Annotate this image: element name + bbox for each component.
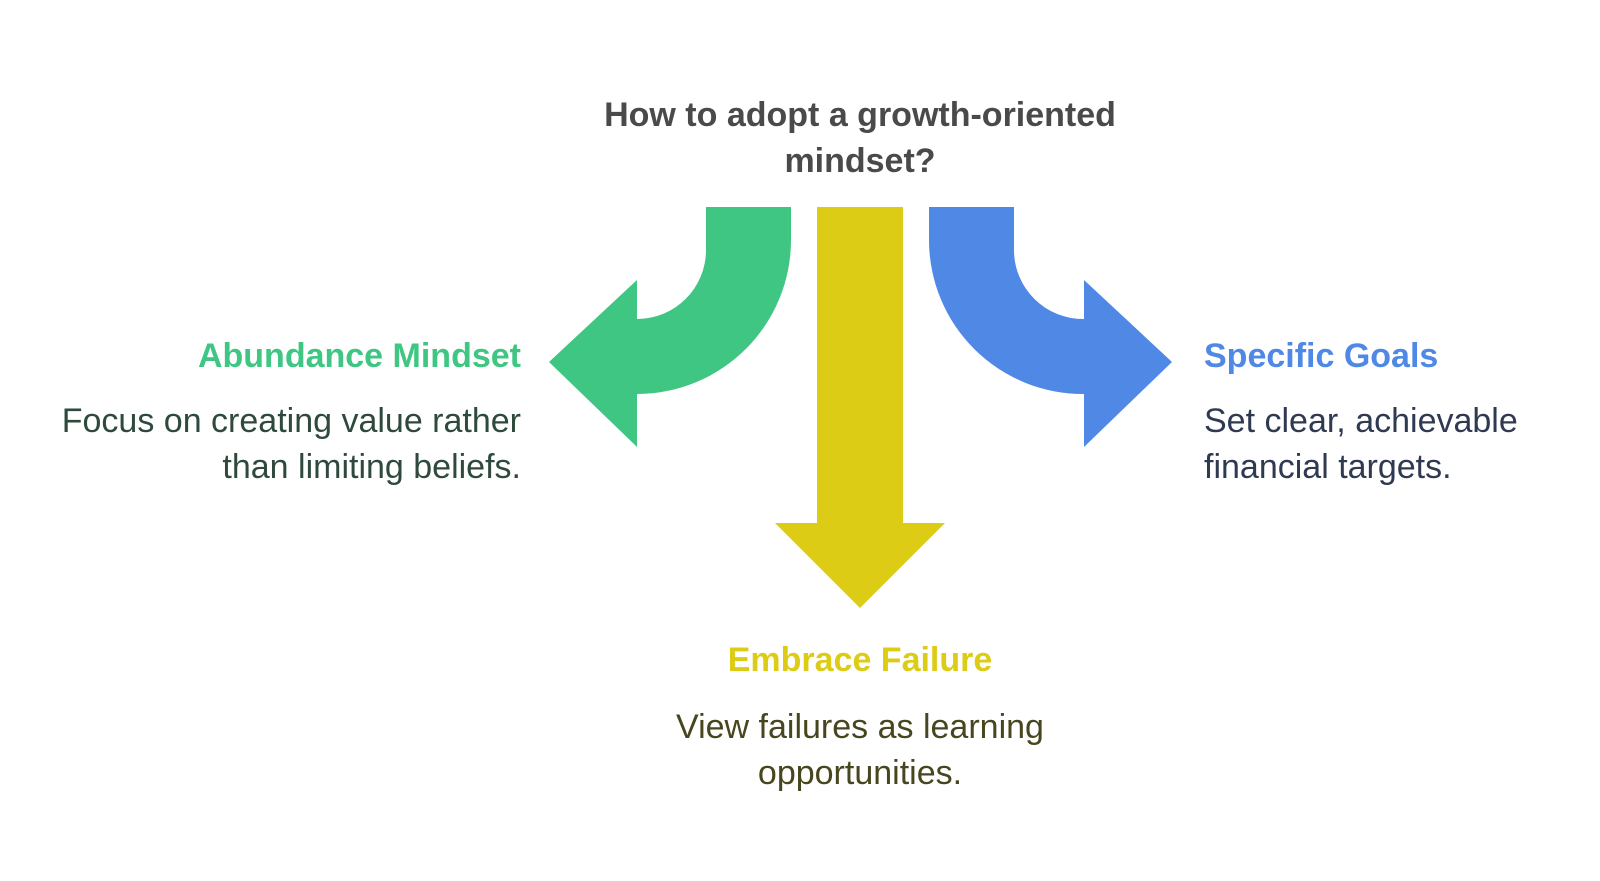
arrow-left-green xyxy=(549,207,791,447)
branch-title-abundance-mindset: Abundance Mindset xyxy=(197,337,521,375)
arrow-right-blue xyxy=(929,207,1172,447)
branch-title-embrace-failure: Embrace Failure xyxy=(727,641,993,679)
branch-title-specific-goals: Specific Goals xyxy=(1204,337,1439,375)
branch-description-specific-goals: Set clear, achievable financial targets. xyxy=(1204,402,1518,486)
arrow-down-yellow xyxy=(775,207,945,608)
branch-description-abundance-mindset: Focus on creating value rather than limi… xyxy=(61,402,521,486)
branch-description-embrace-failure: View failures as learning opportunities. xyxy=(676,708,1044,792)
diagram-title: How to adopt a growth-oriented mindset? xyxy=(604,96,1116,180)
